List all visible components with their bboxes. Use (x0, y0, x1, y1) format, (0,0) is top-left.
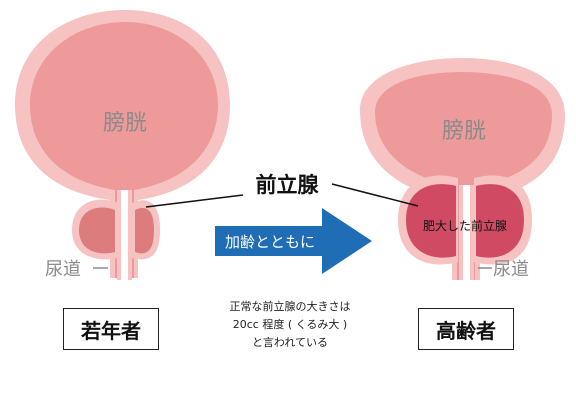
urethra-label-right: 尿道 (493, 259, 529, 280)
note-line-2: 20cc 程度 ( くるみ大 ) (232, 318, 348, 331)
elderly-label-box: 高齢者 (418, 308, 514, 350)
elderly-prostate (398, 175, 532, 265)
note-line-1: 正常な前立腺の大きさは (229, 300, 351, 313)
urethra-label-left: 尿道 (45, 259, 81, 280)
prostate-leader-left (145, 194, 244, 208)
bladder-label-left: 膀胱 (103, 111, 147, 136)
bladder-label-right: 膀胱 (442, 119, 486, 144)
arrow-shape (215, 208, 372, 274)
young-label: 若年者 (81, 318, 141, 343)
young-label-box: 若年者 (63, 308, 159, 350)
elderly-label: 高齢者 (436, 318, 496, 343)
prostate-label: 前立腺 (256, 173, 320, 197)
enlarged-prostate-label: 肥大した前立腺 (423, 218, 507, 233)
prostate-leader-right (331, 183, 419, 207)
elderly-bladder (360, 58, 565, 280)
note-line-3: と言われている (251, 336, 329, 349)
size-note: 正常な前立腺の大きさは 20cc 程度 ( くるみ大 ) と言われている (190, 298, 390, 352)
young-prostate (72, 199, 160, 260)
young-bladder (15, 10, 230, 280)
arrow-label: 加齢とともに (225, 233, 315, 251)
